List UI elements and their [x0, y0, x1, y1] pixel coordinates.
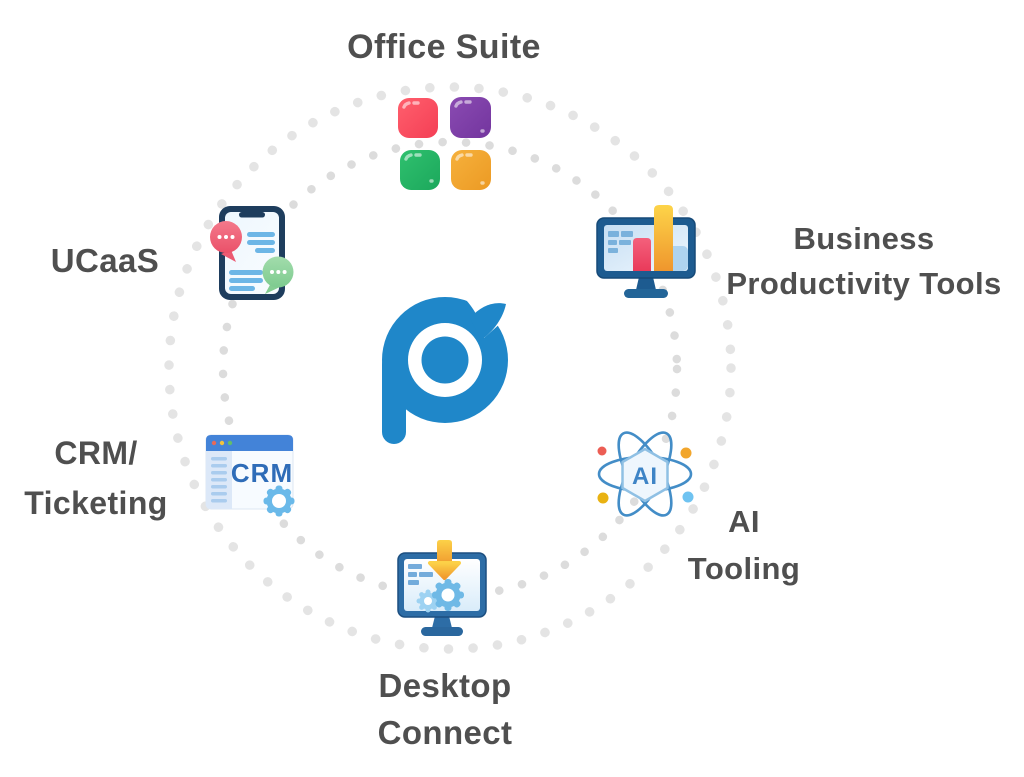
label-line-1: CRM/	[54, 435, 138, 471]
label-office-suite: Office Suite	[347, 28, 541, 66]
label-line-1: Desktop	[378, 667, 512, 704]
label-ai-tooling: AI Tooling	[664, 498, 824, 592]
atom-electrons	[597, 446, 694, 504]
crm-window-header	[206, 435, 293, 451]
desktop-gear-small	[416, 589, 440, 613]
p-chat-bubble-logo	[382, 292, 510, 444]
crm-gear	[263, 485, 295, 517]
crm-browser-gear-icon: CRM	[205, 434, 295, 517]
desktop-stand-neck	[432, 616, 452, 628]
chart-bar-red	[633, 238, 651, 271]
office-tile-red	[398, 98, 438, 138]
label-line-1: Business	[793, 221, 935, 256]
logo-tail	[470, 303, 506, 340]
label-line-2: Tooling	[687, 551, 801, 586]
label-line-1: AI	[728, 504, 760, 539]
monitor-stand-base	[624, 289, 668, 298]
logo-shape	[382, 292, 510, 444]
download-arrow	[428, 540, 461, 580]
office-tile-orange	[451, 150, 491, 190]
crm-window-text: CRM	[231, 458, 293, 488]
office-apps-grid-icon	[398, 97, 491, 190]
pink-chat-bubble	[210, 221, 242, 262]
chart-bar-yellow	[654, 205, 673, 271]
label-business-productivity-tools: Business Productivity Tools	[704, 216, 1024, 306]
tile-highlights	[402, 100, 485, 185]
monitor-download-gears-icon	[397, 540, 487, 636]
green-chat-bubble	[262, 256, 294, 294]
office-tile-purple	[450, 97, 491, 138]
crm-sidebar-lines	[211, 457, 227, 503]
ai-hexagon	[621, 447, 669, 503]
label-ucaas: UCaaS	[50, 242, 160, 279]
label-line-2: Productivity Tools	[726, 266, 1002, 301]
phone-notch	[239, 212, 265, 218]
kanban-blocks	[608, 231, 633, 253]
label-crm-ticketing: CRM/ Ticketing	[6, 428, 186, 528]
outer-dotted-ring	[164, 82, 736, 654]
ai-hexagon-text: AI	[632, 463, 658, 490]
desktop-stand-base	[421, 627, 463, 636]
desktop-screen-lines	[408, 564, 433, 585]
chat-message-lines	[229, 232, 275, 291]
monitor-bar-chart-icon	[596, 205, 696, 298]
desktop-gear-big	[432, 579, 464, 611]
label-line-2: Connect	[377, 714, 513, 751]
label-line-2: Ticketing	[24, 485, 168, 521]
ai-atom-icon: AI	[597, 431, 694, 517]
monitor-stand-neck	[636, 277, 656, 290]
label-desktop-connect: Desktop Connect	[345, 662, 545, 756]
smartphone-chat-icon	[210, 206, 294, 300]
window-header-dots	[211, 440, 233, 446]
